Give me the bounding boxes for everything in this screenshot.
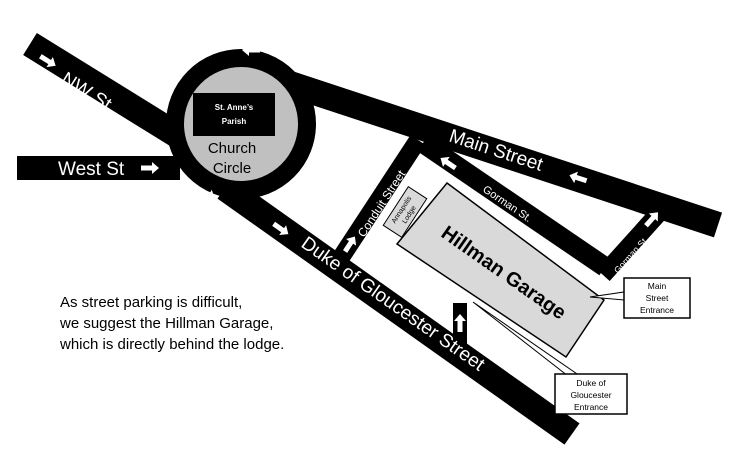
main-entrance-line-3: Entrance xyxy=(640,305,674,315)
road-nw-st xyxy=(23,32,192,152)
parish-label-2: Parish xyxy=(222,117,247,126)
road-main-st xyxy=(285,71,723,238)
circle-label-1: Church xyxy=(208,140,256,157)
duke-entrance-line-1: Duke of xyxy=(576,378,606,388)
note-line-1: As street parking is difficult, xyxy=(60,294,243,311)
note-line-2: we suggest the Hillman Garage, xyxy=(60,315,274,332)
duke-entrance-line-2: Gloucester xyxy=(570,390,611,400)
note-line-3: which is directly behind the lodge. xyxy=(60,336,285,353)
circle-label-2: Circle xyxy=(213,160,251,177)
west-st-label: West St xyxy=(58,159,125,180)
duke-entrance-callout: Duke of Gloucester Entrance xyxy=(472,301,628,415)
parking-note: As street parking is difficult, we sugge… xyxy=(60,292,284,355)
main-entrance-line-1: Main xyxy=(648,281,667,291)
main-entrance-line-2: Street xyxy=(646,293,669,303)
st-annes-parish: St. Anne’s Parish xyxy=(193,93,275,136)
duke-entrance-line-3: Entrance xyxy=(574,402,608,412)
parish-label-1: St. Anne’s xyxy=(215,103,254,112)
main-street-entrance-callout: Main Street Entrance xyxy=(589,277,691,319)
